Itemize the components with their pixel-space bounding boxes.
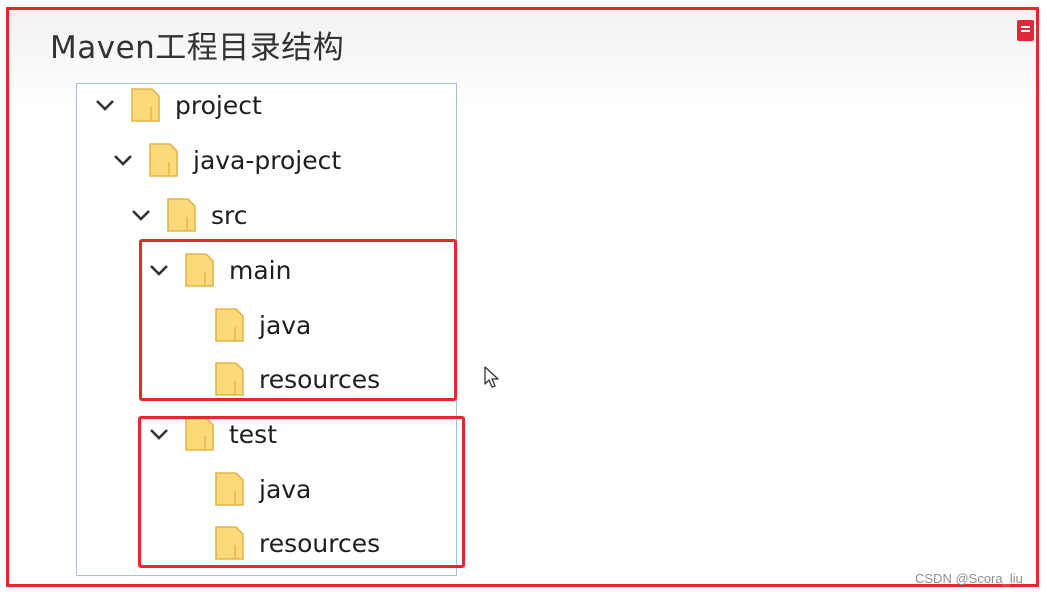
- folder-icon: [215, 472, 244, 506]
- mouse-cursor-icon: [484, 366, 499, 388]
- slide-title: Maven工程目录结构: [50, 30, 345, 66]
- tree-node-test[interactable]: test: [148, 414, 277, 454]
- chevron-down-icon[interactable]: [94, 94, 116, 116]
- folder-icon: [167, 198, 196, 232]
- folder-icon: [215, 308, 244, 342]
- chevron-down-icon[interactable]: [130, 204, 152, 226]
- folder-icon: [215, 362, 244, 396]
- tree-node-main-java[interactable]: java: [178, 305, 311, 345]
- chevron-down-icon[interactable]: [148, 259, 170, 281]
- highlight-box-main: [139, 239, 457, 401]
- watermark: CSDN @Scora_liu: [915, 571, 1023, 586]
- tree-node-main-resources[interactable]: resources: [178, 359, 380, 399]
- tree-node-label: java-project: [193, 145, 342, 175]
- folder-icon: [185, 253, 214, 287]
- folder-icon: [215, 526, 244, 560]
- tree-node-label: java: [259, 474, 312, 504]
- tree-node-label: main: [229, 255, 292, 285]
- tree-node-test-java[interactable]: java: [178, 469, 311, 509]
- tree-node-test-resources[interactable]: resources: [178, 523, 380, 563]
- tree-node-label: java: [259, 310, 312, 340]
- chevron-down-icon[interactable]: [112, 149, 134, 171]
- tree-node-main[interactable]: main: [148, 250, 291, 290]
- tree-node-label: test: [229, 419, 278, 449]
- tree-node-label: project: [175, 90, 262, 120]
- tree-node-src[interactable]: src: [130, 195, 248, 235]
- tree-node-project[interactable]: project: [94, 85, 262, 125]
- note-icon[interactable]: [1017, 20, 1034, 41]
- tree-node-java-project[interactable]: java-project: [112, 140, 341, 180]
- tree-node-label: resources: [259, 528, 381, 558]
- tree-node-label: resources: [259, 364, 381, 394]
- tree-node-label: src: [211, 200, 248, 230]
- chevron-down-icon[interactable]: [148, 423, 170, 445]
- folder-icon: [149, 143, 178, 177]
- folder-icon: [131, 88, 160, 122]
- highlight-box-test: [138, 416, 465, 568]
